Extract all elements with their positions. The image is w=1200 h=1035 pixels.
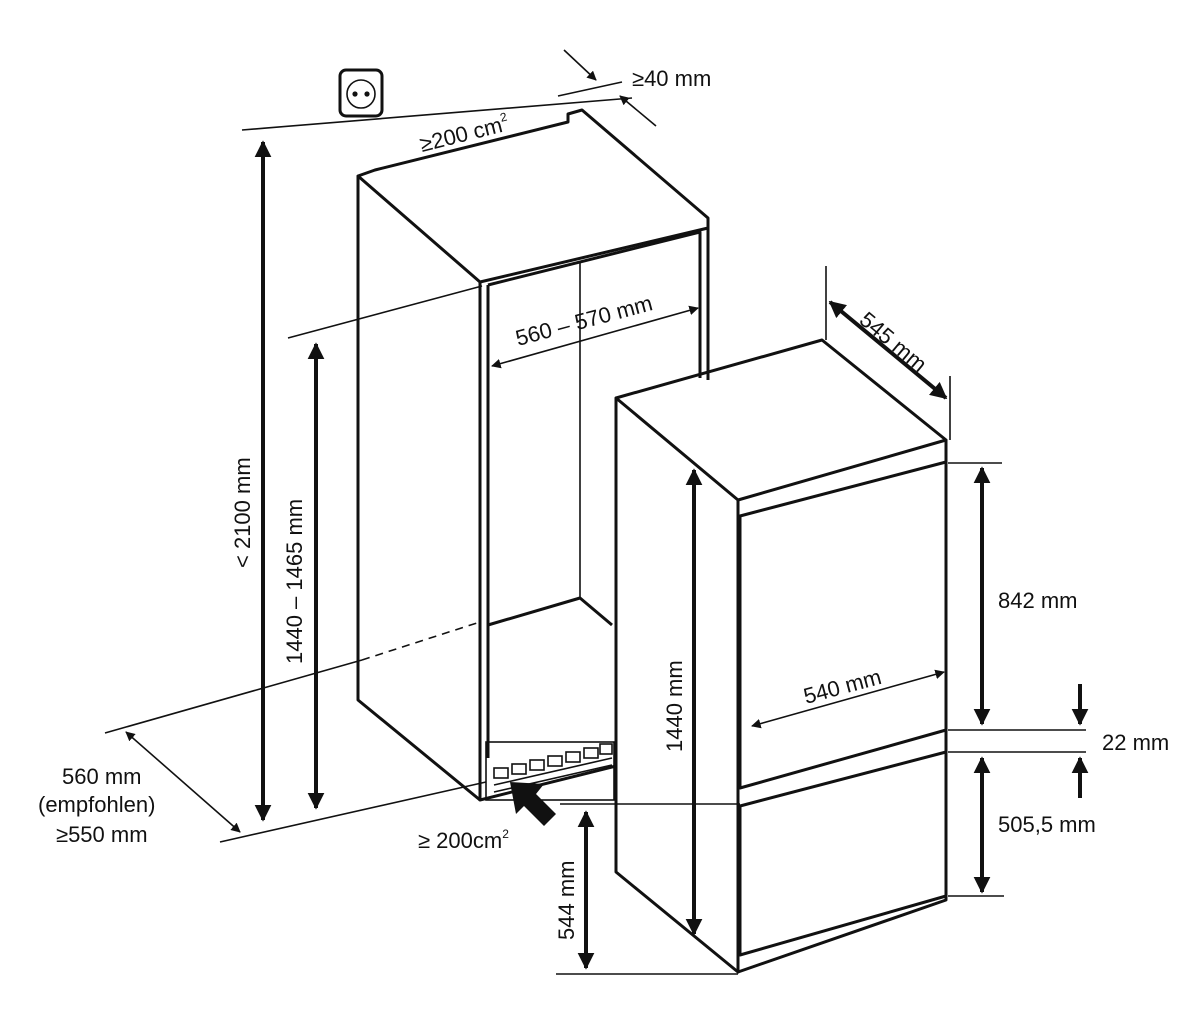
label-niche-total-height: < 2100 mm xyxy=(230,457,255,568)
label-vent-top: ≥200 cm2 xyxy=(417,110,512,157)
label-niche-depth-1: 560 mm xyxy=(62,764,141,789)
label-niche-width: 560 – 570 mm xyxy=(513,290,655,351)
power-socket-icon xyxy=(338,68,384,118)
dim-niche-depth xyxy=(125,731,241,833)
label-depth: 545 mm xyxy=(855,307,932,377)
label-appliance-height: 1440 mm xyxy=(662,660,687,752)
niche-cabinet xyxy=(356,108,710,802)
dim-appliance-width xyxy=(751,669,945,729)
airflow-arrow-icon xyxy=(510,782,556,826)
dim-niche-width xyxy=(491,305,699,369)
dim-depth xyxy=(828,300,948,400)
appliance xyxy=(614,338,948,974)
label-door-gap: 22 mm xyxy=(1102,730,1169,755)
label-lower-door: 505,5 mm xyxy=(998,812,1096,837)
label-floor-height: 544 mm xyxy=(554,861,579,940)
label-niche-height: 1440 – 1465 mm xyxy=(282,499,307,664)
gap-top-arrow-2 xyxy=(619,95,657,127)
label-vent-bottom: ≥ 200cm2 xyxy=(418,827,509,853)
label-appliance-width: 540 mm xyxy=(801,664,884,709)
label-upper-door: 842 mm xyxy=(998,588,1077,613)
extension-lines xyxy=(104,81,1086,975)
label-gap-top: ≥40 mm xyxy=(632,66,711,91)
gap-top-arrow-1 xyxy=(563,49,597,81)
label-niche-depth-3: ≥550 mm xyxy=(56,822,148,847)
label-niche-depth-2: (empfohlen) xyxy=(38,792,155,817)
